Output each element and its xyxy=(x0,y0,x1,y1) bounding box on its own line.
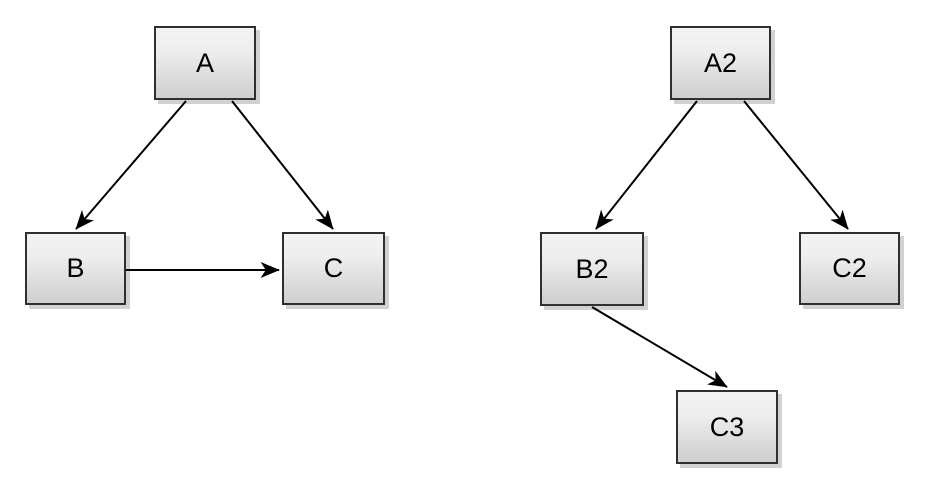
node-c-label: C xyxy=(323,253,344,283)
edge-a-to-c[interactable] xyxy=(231,100,334,230)
node-c3-label: C3 xyxy=(709,411,745,442)
node-b-label: B xyxy=(66,253,85,283)
node-c[interactable]: C xyxy=(282,232,385,305)
node-a2-label: A2 xyxy=(703,47,738,78)
node-b2-label: B2 xyxy=(575,253,609,284)
node-c2-label: C2 xyxy=(832,253,867,283)
edge-a2-to-c2[interactable] xyxy=(743,100,849,230)
edge-a2-to-b2[interactable] xyxy=(595,100,698,230)
node-a-label: A xyxy=(195,47,214,78)
node-c3[interactable]: C3 xyxy=(676,390,778,464)
edges-group xyxy=(75,100,849,388)
node-a[interactable]: A xyxy=(154,26,256,100)
node-a2[interactable]: A2 xyxy=(670,26,771,100)
node-b2[interactable]: B2 xyxy=(540,232,644,306)
node-b[interactable]: B xyxy=(25,232,126,305)
node-c2[interactable]: C2 xyxy=(799,232,900,305)
edge-b2-to-c3[interactable] xyxy=(591,306,728,388)
edge-a-to-b[interactable] xyxy=(75,100,187,230)
